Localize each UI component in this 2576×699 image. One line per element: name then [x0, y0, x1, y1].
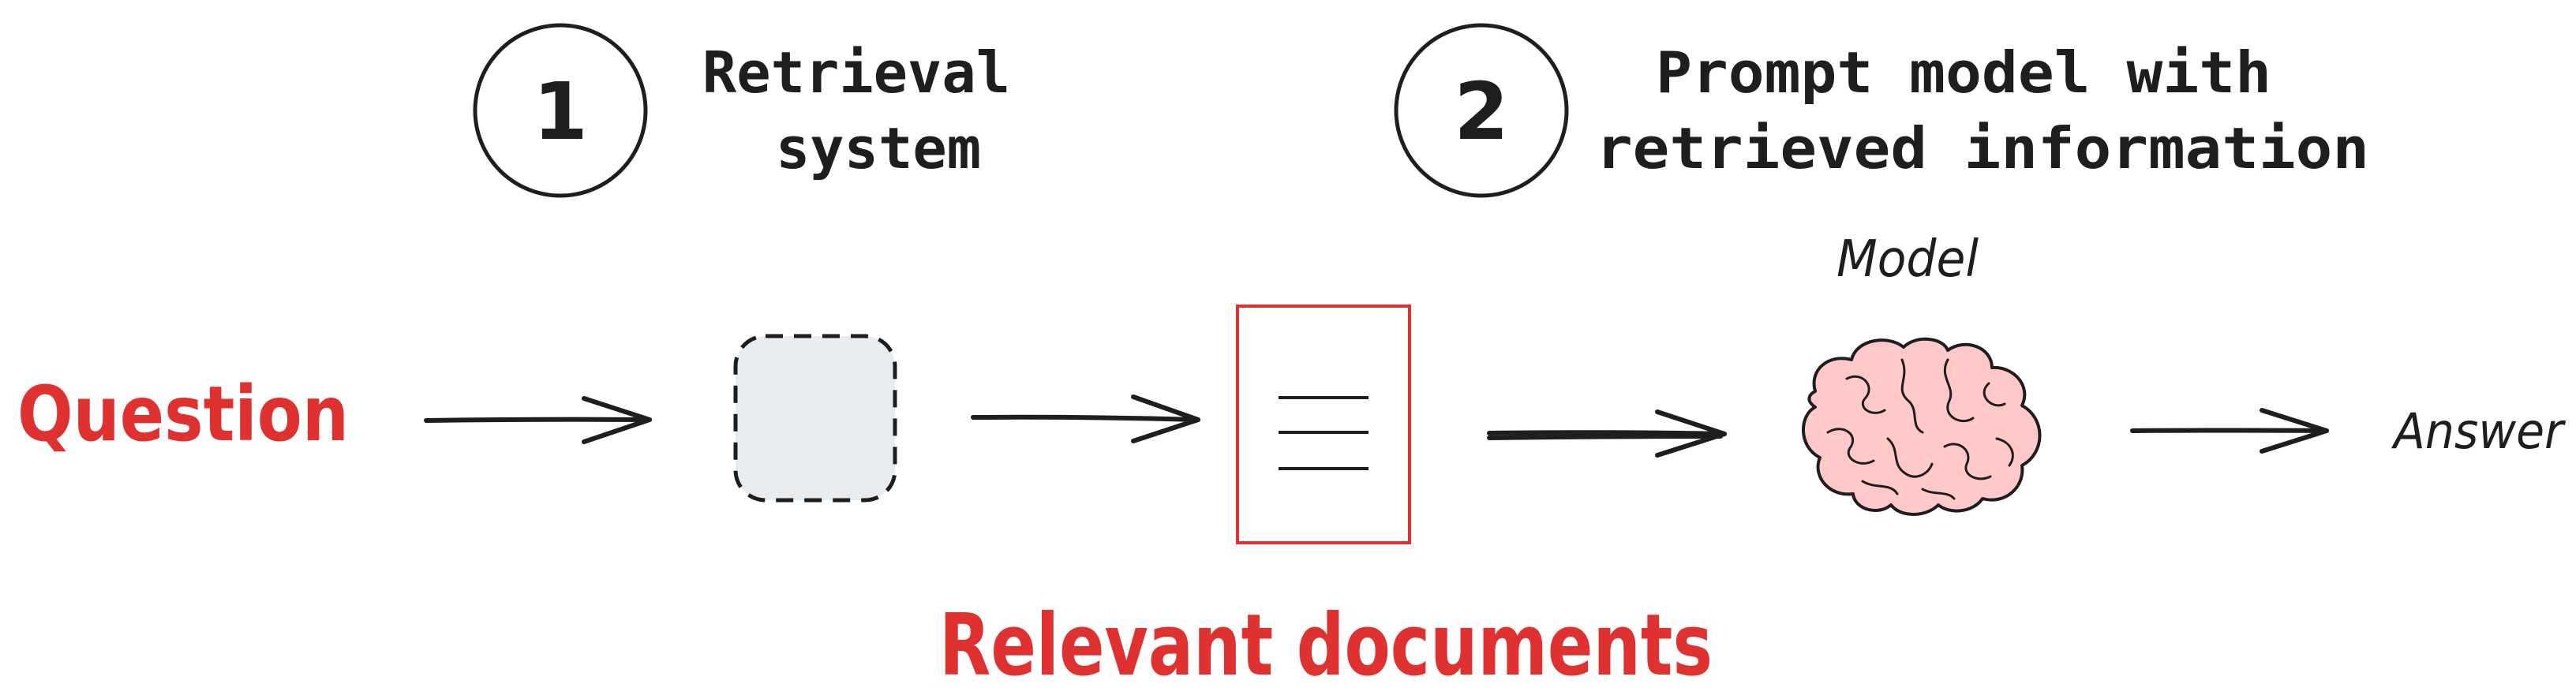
step-2-title-line-2: retrieved information	[1596, 115, 2369, 181]
relevant-documents-label: Relevant documents	[939, 596, 1713, 695]
step-2-number: 2	[1454, 65, 1509, 158]
brain-icon	[1802, 337, 2042, 516]
step-1-number: 1	[533, 65, 588, 158]
document-icon	[1236, 305, 1411, 544]
arrow-retrieval-to-documents	[971, 394, 1200, 443]
question-label: Question	[17, 370, 349, 458]
step-1-title-line-1: Retrieval	[702, 39, 1010, 106]
step-2-header: 2 Prompt model with retrieved informatio…	[1394, 23, 2369, 198]
arrow-documents-to-model	[1487, 409, 1727, 458]
step-2-circle-icon	[1394, 23, 1569, 198]
arrow-question-to-retrieval	[424, 396, 652, 444]
step-1-header: 1 Retrieval system	[473, 23, 1010, 198]
step-1-title-line-2: system	[776, 115, 981, 181]
answer-label: Answer	[2391, 402, 2566, 460]
step-2-title-line-1: Prompt model with	[1656, 39, 2271, 106]
retrieval-system-box-icon	[733, 334, 897, 503]
model-label: Model	[1837, 230, 1979, 289]
arrow-model-to-answer	[2130, 408, 2329, 454]
step-1-circle-icon	[473, 23, 648, 198]
